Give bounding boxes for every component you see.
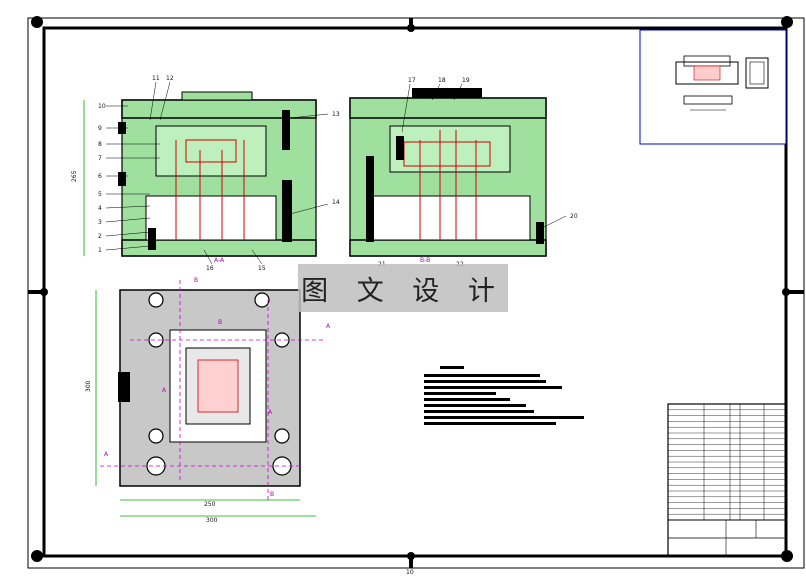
section-view-left: 265 A-A <box>71 91 317 264</box>
left-section-label: A-A <box>214 257 225 264</box>
plan-dim-outer-width: 300 <box>206 517 218 524</box>
svg-text:14: 14 <box>332 199 340 206</box>
svg-text:1: 1 <box>98 247 102 254</box>
svg-text:10: 10 <box>98 103 106 110</box>
svg-text:16: 16 <box>206 265 214 272</box>
left-part-labels <box>105 81 329 265</box>
svg-text:8: 8 <box>98 141 102 148</box>
svg-text:7: 7 <box>98 155 102 162</box>
svg-text:A: A <box>268 409 273 416</box>
plan-view: 300 250 300 <box>85 280 324 524</box>
plan-dim-height: 300 <box>85 380 92 392</box>
svg-text:12: 12 <box>166 75 174 82</box>
watermark-text: 图 文 设 计 <box>298 264 508 312</box>
left-part-numbers: 1 2 3 4 5 6 7 8 9 10 11 12 13 14 15 16 <box>98 75 340 272</box>
sheet-bottom-mark: 10 <box>406 569 414 576</box>
svg-text:15: 15 <box>258 265 266 272</box>
svg-text:B: B <box>194 277 198 284</box>
plan-section-markers: A A B B B A A <box>104 277 331 498</box>
technical-notes <box>424 366 584 425</box>
svg-text:A: A <box>104 451 109 458</box>
svg-text:5: 5 <box>98 191 102 198</box>
svg-text:A: A <box>162 387 167 394</box>
svg-text:19: 19 <box>462 77 470 84</box>
svg-text:11: 11 <box>152 75 160 82</box>
title-block <box>667 403 787 557</box>
svg-text:20: 20 <box>570 213 578 220</box>
right-section-label: B-B <box>420 257 430 264</box>
bom-rows <box>668 409 786 515</box>
svg-text:6: 6 <box>98 173 102 180</box>
svg-text:B: B <box>270 491 274 498</box>
svg-text:18: 18 <box>438 77 446 84</box>
svg-text:2: 2 <box>98 233 102 240</box>
plan-dim-inner-width: 250 <box>204 501 216 508</box>
svg-text:9: 9 <box>98 125 102 132</box>
right-part-labels <box>401 83 567 229</box>
svg-text:13: 13 <box>332 111 340 118</box>
layout-thumbnail <box>639 29 787 145</box>
svg-text:B: B <box>218 319 222 326</box>
left-overall-height-dim: 265 <box>71 170 78 182</box>
svg-text:17: 17 <box>408 77 416 84</box>
svg-text:A: A <box>326 323 331 330</box>
section-view-right: B-B <box>349 88 547 264</box>
svg-text:3: 3 <box>98 219 102 226</box>
svg-text:4: 4 <box>98 205 102 212</box>
registration-marks <box>28 16 804 568</box>
